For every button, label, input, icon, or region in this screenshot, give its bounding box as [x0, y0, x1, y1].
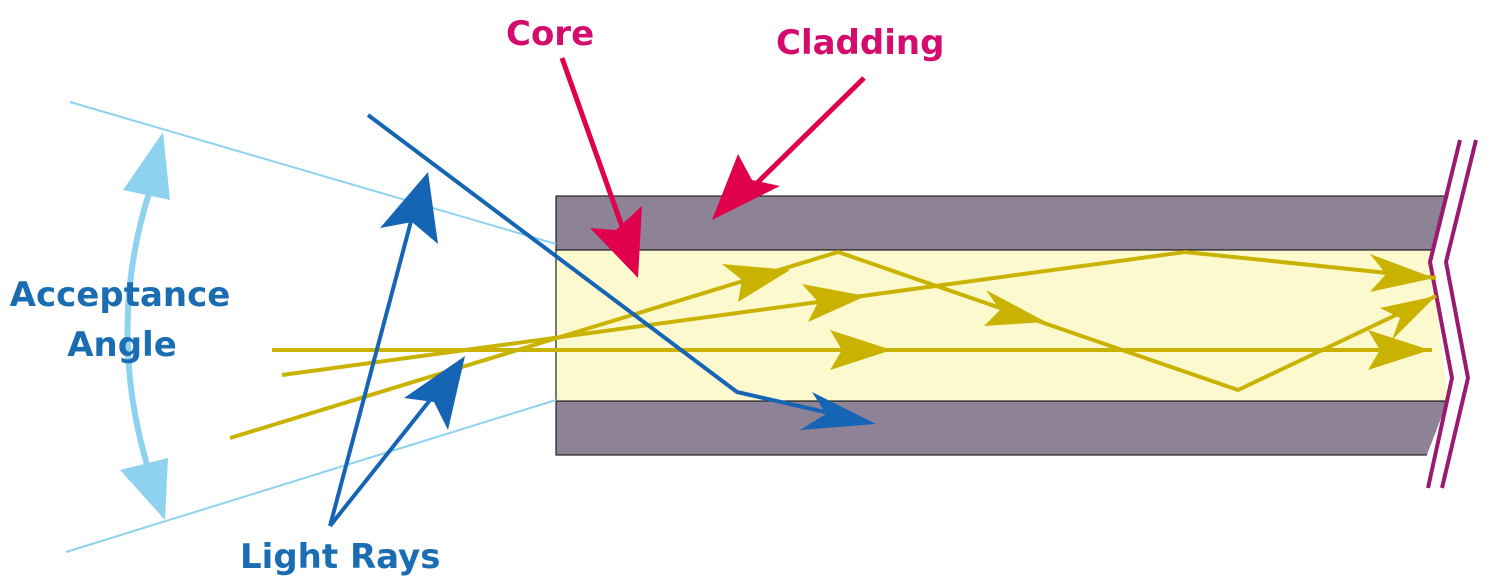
cladding-pointer-line: [753, 76, 866, 187]
pointer-head-2: [404, 356, 465, 430]
break-line-left: [1426, 139, 1462, 489]
core-pointer-line: [559, 57, 627, 233]
light-rays-pointer-heads: [380, 172, 465, 430]
ray-shallow-arrow-1: [802, 284, 866, 322]
ray-steep-arrow-3: [1380, 296, 1436, 340]
blue-ray-arrowhead: [800, 392, 876, 430]
acceptance-arc-line: [124, 189, 153, 476]
cladding-pointer-head: [712, 154, 780, 220]
ray-steep-arrow-1: [722, 264, 790, 302]
fiber-cable: [555, 190, 1499, 460]
cable-break-mark: [1426, 139, 1478, 489]
acceptance-cone: [65, 101, 557, 553]
blue-ray-path: [366, 113, 861, 422]
core-pointer: [559, 57, 642, 278]
cladding-top: [555, 195, 1457, 251]
ray-axial-arrow-1: [830, 330, 892, 370]
ray-shallow: [281, 249, 1437, 377]
acceptance-angle-arc: [120, 132, 170, 520]
core-label: Core: [506, 14, 594, 54]
pointer-line-2: [328, 383, 444, 528]
yellow-ray-arrowheads: [722, 254, 1436, 370]
break-line-right: [1440, 139, 1478, 489]
cladding-label: Cladding: [776, 23, 944, 63]
ray-shallow-arrow-2: [1370, 254, 1434, 292]
cladding-bottom: [555, 400, 1457, 456]
acceptance-line-top: [69, 101, 557, 245]
light-rays-pointers: [328, 209, 444, 528]
ray-axial-arrow-2: [1368, 330, 1430, 370]
break-mask: [1425, 190, 1499, 460]
acceptance-angle-label-line2: Angle: [67, 325, 177, 365]
pointer-head-1: [380, 172, 438, 244]
light-rays-label: Light Rays: [240, 537, 440, 577]
ray-steep-arrow-2: [984, 290, 1046, 326]
cladding-pointer: [712, 76, 866, 220]
acceptance-arc-arrowhead-bottom: [120, 458, 168, 520]
pointer-line-1: [328, 209, 416, 527]
acceptance-angle-label-line1: Acceptance: [10, 275, 231, 315]
acceptance-line-bottom: [65, 399, 557, 553]
blue-ray-rejected: [366, 113, 876, 430]
core-pointer-head: [590, 206, 642, 278]
acceptance-arc-arrowhead-top: [123, 132, 170, 200]
core-region: [555, 249, 1457, 402]
